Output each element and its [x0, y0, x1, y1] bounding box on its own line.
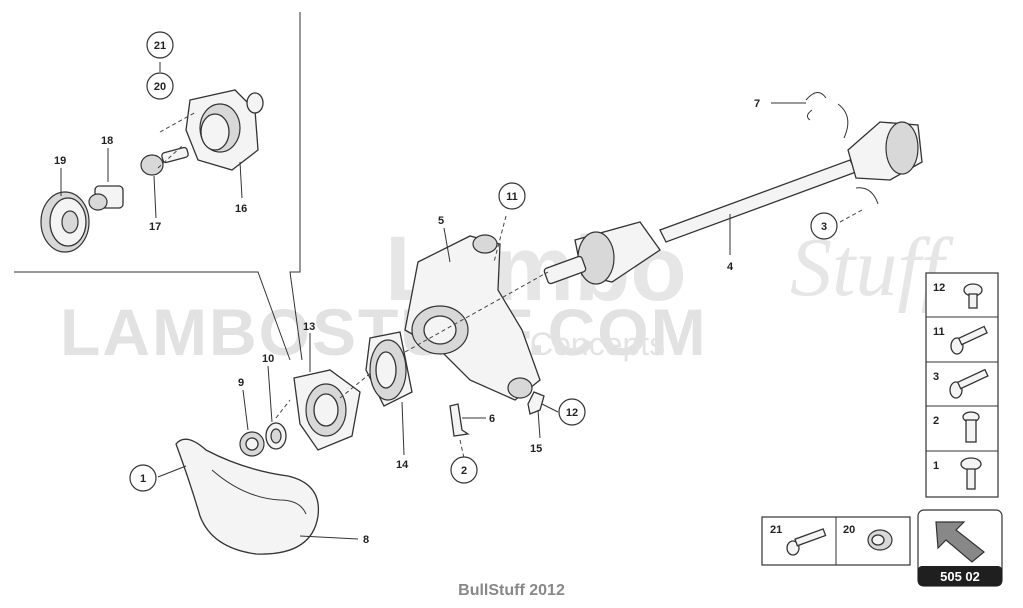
part-7-clip	[805, 92, 827, 121]
part-4-driveshaft	[543, 121, 923, 285]
svg-text:20: 20	[154, 81, 166, 93]
bolt-12-icon	[963, 283, 983, 309]
part-circlip	[837, 103, 879, 205]
label-16: 16	[235, 203, 247, 215]
label-4: 4	[727, 261, 734, 273]
bolt-3-icon	[949, 368, 989, 399]
part-16-flange	[185, 89, 264, 171]
label-18: 18	[101, 135, 113, 147]
callout-21	[146, 31, 174, 59]
svg-text:3: 3	[821, 221, 827, 233]
label-8: 8	[363, 534, 369, 546]
bolt-11-icon	[950, 325, 988, 355]
legend-label-11: 11	[933, 326, 945, 338]
page-code-box: 505 02	[917, 509, 1003, 587]
label-19: 19	[54, 155, 66, 167]
bottom-label-21: 21	[770, 524, 782, 536]
callout-1	[129, 464, 157, 492]
label-13: 13	[303, 321, 315, 333]
callout-3	[810, 212, 838, 240]
part-14-bearing	[365, 331, 413, 407]
bolt-2-icon	[962, 411, 980, 443]
bolt-21-icon	[786, 528, 827, 556]
svg-text:11: 11	[506, 191, 518, 203]
part-19-gear	[40, 191, 90, 253]
bottom-label-20: 20	[843, 524, 855, 536]
label-14: 14	[396, 459, 409, 471]
callout-11	[498, 182, 526, 210]
part-13-hub	[293, 369, 361, 451]
callout-2	[450, 456, 478, 484]
label-7: 7	[754, 98, 760, 110]
inset-frame-right	[289, 12, 303, 361]
inset-frame-bottom	[14, 271, 291, 361]
part-17-bolt	[140, 146, 189, 176]
part-18-ring	[88, 185, 124, 211]
callout-12	[558, 398, 586, 426]
bottom-panel: 21 20	[761, 516, 911, 566]
bolt-1-icon	[960, 457, 982, 490]
part-9-nut	[239, 431, 265, 457]
label-9: 9	[238, 377, 244, 389]
bushing-20-icon	[867, 529, 893, 551]
svg-text:2: 2	[461, 465, 467, 477]
legend-panel: 12 11 3 2 1	[925, 272, 999, 498]
part-6-bracket	[449, 403, 470, 437]
footer-credit: BullStuff 2012	[458, 582, 565, 599]
legend-label-2: 2	[933, 415, 939, 427]
legend-label-12: 12	[933, 282, 945, 294]
label-17: 17	[149, 221, 161, 233]
label-6: 6	[489, 413, 495, 425]
legend-label-3: 3	[933, 371, 939, 383]
page-code: 505 02	[940, 569, 980, 584]
callout-20	[146, 72, 174, 100]
label-10: 10	[262, 353, 274, 365]
part-8-dust-shield	[175, 438, 320, 555]
svg-text:12: 12	[566, 407, 578, 419]
svg-text:21: 21	[154, 40, 166, 52]
part-5-knuckle	[404, 234, 541, 401]
arrow-icon	[935, 521, 985, 563]
legend-label-1: 1	[933, 460, 939, 472]
part-15-bracket	[527, 391, 545, 415]
label-15: 15	[530, 443, 542, 455]
label-5: 5	[438, 215, 444, 227]
svg-text:1: 1	[140, 473, 146, 485]
watermark-concepts: Concepts	[530, 326, 665, 362]
